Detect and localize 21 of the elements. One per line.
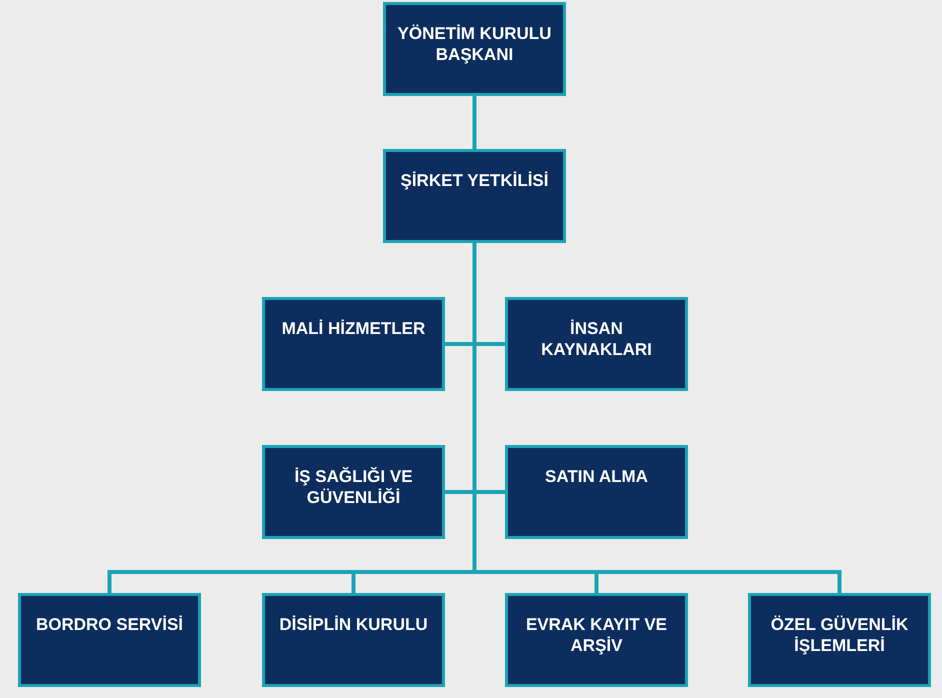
org-box xyxy=(262,297,445,391)
box-title: MALİ HİZMETLER xyxy=(280,318,426,340)
connector-line xyxy=(472,96,476,149)
box-title: BORDRO SERVİSİ xyxy=(34,614,184,636)
box-title: EVRAK KAYIT VE ARŞİV xyxy=(524,614,668,656)
org-box xyxy=(505,445,688,539)
box-title: SATIN ALMA xyxy=(544,466,649,488)
org-box xyxy=(262,445,445,539)
org-box xyxy=(383,149,566,243)
org-box xyxy=(18,593,201,687)
org-box xyxy=(505,593,688,687)
box-title: YÖNETİM KURULU BAŞKANI xyxy=(396,23,552,66)
box-title: İNSAN KAYNAKLARI xyxy=(540,318,653,360)
box-title: DİSİPLİN KURULU xyxy=(278,614,429,636)
org-box xyxy=(262,593,445,687)
org-box xyxy=(748,593,931,687)
box-title: ÖZEL GÜVENLİK İŞLEMLERİ xyxy=(770,614,910,656)
org-box xyxy=(383,2,566,96)
org-box xyxy=(505,297,688,391)
box-title: İŞ SAĞLIĞI VE GÜVENLİĞİ xyxy=(293,466,414,508)
box-title: ŞİRKET YETKİLİSİ xyxy=(400,170,550,192)
